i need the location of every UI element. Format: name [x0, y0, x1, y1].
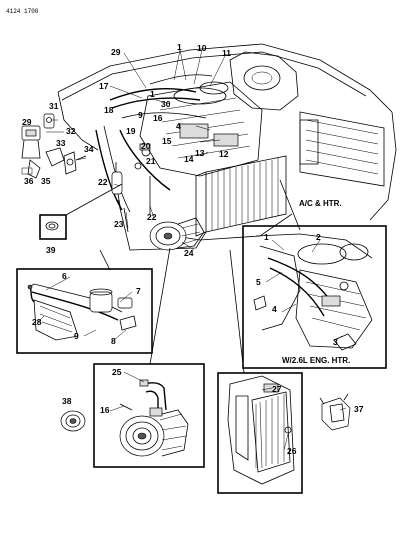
engine-compartment-illustration [57, 43, 397, 251]
callout-17: 17 [99, 81, 109, 91]
callout-16-top: 16 [153, 113, 163, 123]
callout-2: 2 [316, 232, 321, 242]
callout-8: 8 [111, 336, 116, 346]
callout-27: 27 [272, 384, 282, 394]
callout-21: 21 [146, 156, 156, 166]
callout-19: 19 [126, 126, 136, 136]
callout-1-top: 1 [177, 42, 182, 52]
callout-20: 20 [141, 141, 151, 151]
callout-34: 34 [84, 144, 94, 154]
callout-7: 7 [136, 286, 141, 296]
detail-box-39 [39, 183, 123, 240]
detail-box-compressor [93, 247, 205, 468]
callout-25: 25 [112, 367, 122, 377]
callout-29-left: 29 [22, 117, 32, 127]
callout-12: 12 [219, 149, 229, 159]
callout-1-inset: 1 [264, 232, 269, 242]
callout-33: 33 [56, 138, 66, 148]
callout-13: 13 [195, 148, 205, 158]
leader-lines [37, 49, 347, 451]
switch-and-bracket-parts [21, 113, 87, 179]
callout-35: 35 [41, 176, 51, 186]
part-37-relay [319, 393, 351, 431]
callout-22-left: 22 [98, 177, 108, 187]
part-38-clutch-pulley [60, 410, 86, 432]
callout-4-top: 4 [176, 121, 181, 131]
callout-16-inset: 16 [100, 405, 110, 415]
callout-10: 10 [197, 43, 207, 53]
callout-numbers: 29 1 10 11 17 1 30 18 9 16 4 31 29 32 19… [22, 42, 364, 456]
callout-30: 30 [161, 99, 171, 109]
caption-eng-htr: W/2.6L ENG. HTR. [282, 356, 350, 365]
callout-14: 14 [184, 154, 194, 164]
callout-4-inset: 4 [272, 304, 277, 314]
callout-15: 15 [162, 136, 172, 146]
callout-31: 31 [49, 101, 59, 111]
callout-38: 38 [62, 396, 72, 406]
callout-9-top: 9 [138, 110, 143, 120]
callout-36: 36 [24, 176, 34, 186]
callout-6: 6 [62, 271, 67, 281]
callout-24: 24 [184, 248, 194, 258]
document-number: 4124 1700 [6, 8, 39, 15]
callout-28: 28 [32, 317, 42, 327]
callout-37: 37 [354, 404, 364, 414]
callout-39: 39 [46, 245, 56, 255]
detail-box-eng-heater [242, 179, 387, 369]
callout-11: 11 [222, 48, 231, 58]
callout-3: 3 [333, 337, 338, 347]
callout-22-mid: 22 [147, 212, 157, 222]
callout-29-top: 29 [111, 47, 121, 57]
detail-box-line-routing [16, 249, 153, 354]
callout-9-inset: 9 [74, 331, 79, 341]
caption-ac-htr: A/C & HTR. [299, 199, 342, 208]
callout-5: 5 [256, 277, 261, 287]
callout-26: 26 [287, 446, 297, 456]
callout-32: 32 [66, 126, 76, 136]
callout-23: 23 [114, 219, 124, 229]
callout-18: 18 [104, 105, 114, 115]
callout-1-mid: 1 [150, 89, 155, 99]
